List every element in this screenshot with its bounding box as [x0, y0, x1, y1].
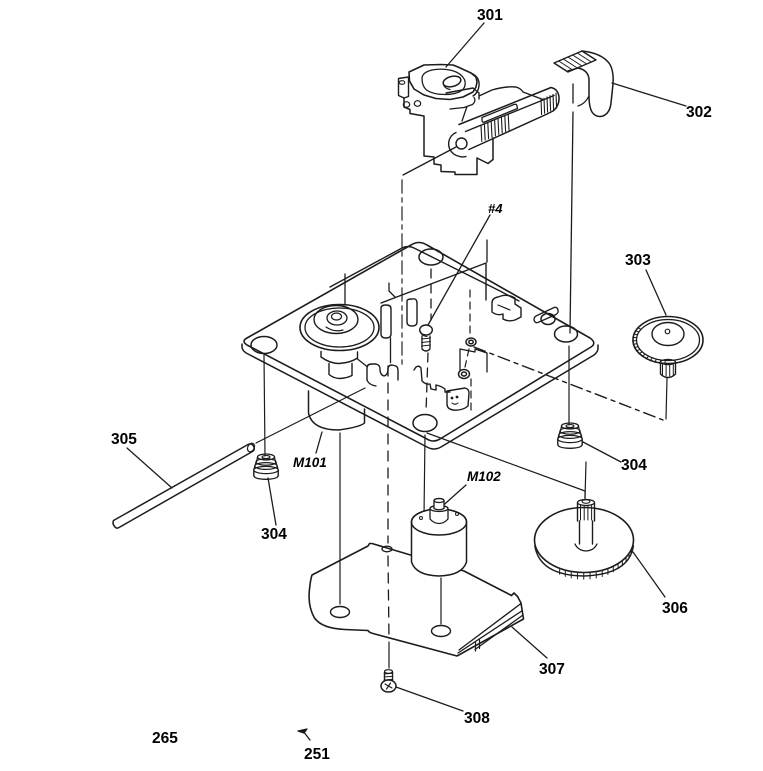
svg-text:302: 302: [686, 104, 712, 121]
svg-text:304: 304: [261, 526, 287, 543]
svg-text:265: 265: [152, 730, 178, 747]
svg-text:M102: M102: [467, 469, 501, 484]
svg-text:#4: #4: [488, 201, 503, 216]
svg-text:307: 307: [539, 661, 565, 678]
svg-text:251: 251: [304, 746, 330, 763]
svg-text:303: 303: [625, 252, 651, 269]
svg-text:308: 308: [464, 710, 490, 727]
svg-text:301: 301: [477, 7, 503, 24]
svg-text:M101: M101: [293, 455, 327, 470]
svg-text:304: 304: [621, 457, 647, 474]
svg-text:306: 306: [662, 600, 688, 617]
svg-text:305: 305: [111, 431, 137, 448]
